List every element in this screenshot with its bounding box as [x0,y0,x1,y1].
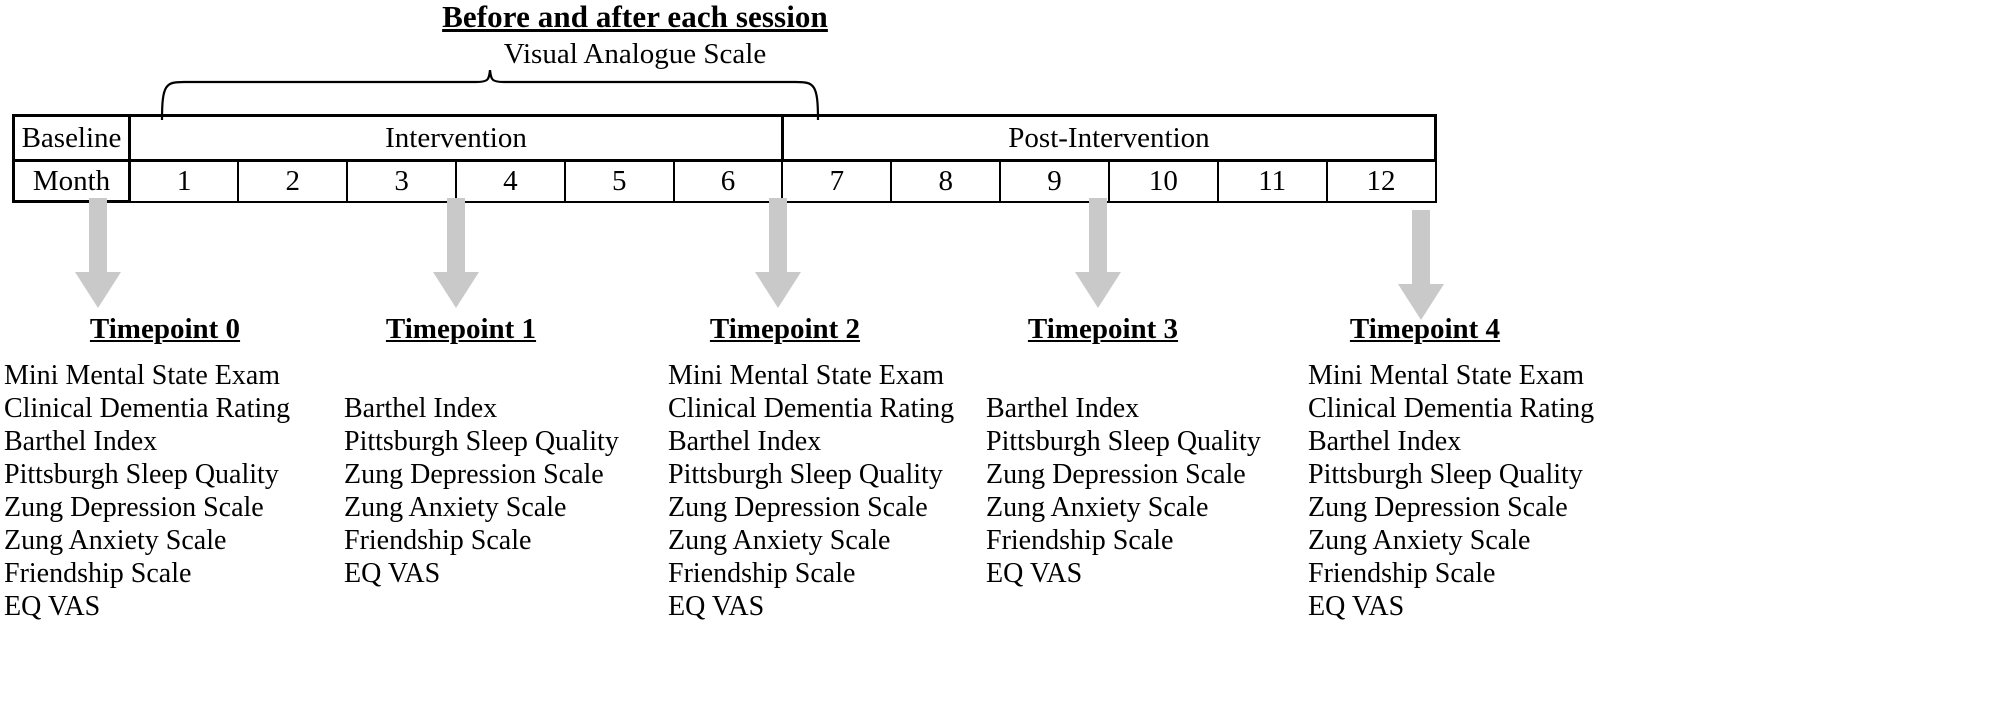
assessment-list-0: Mini Mental State Exam Clinical Dementia… [0,359,330,623]
month-cell-7: 7 [781,159,893,203]
assessment-item: Friendship Scale [4,558,192,589]
timepoint-heading-3: Timepoint 3 [1027,313,1179,345]
timepoint-block-2: Timepoint 2 Mini Mental State Exam Clini… [620,313,955,623]
assessment-list-2: Mini Mental State Exam Clinical Dementia… [620,359,955,623]
month-cell-12: 12 [1325,159,1437,203]
month-row: Month 1 2 3 4 5 6 7 8 9 10 11 12 [12,159,1437,203]
month-cell-10: 10 [1107,159,1219,203]
assessment-item: Friendship Scale [668,558,856,589]
timepoint-heading-0: Timepoint 0 [89,313,241,345]
month-cell-4: 4 [454,159,566,203]
assessment-item: Clinical Dementia Rating [668,393,955,424]
timepoint-block-0: Timepoint 0 Mini Mental State Exam Clini… [0,313,330,623]
month-cell-3: 3 [346,159,457,203]
assessment-item: Clinical Dementia Rating [4,393,291,424]
phase-cell-intervention: Intervention [128,114,784,162]
down-arrow-icon-2 [755,198,801,308]
assessment-list-4: Mini Mental State Exam Clinical Dementia… [1260,359,1595,623]
month-row-label: Month [12,159,131,203]
down-arrow-icon-1 [433,198,479,308]
assessment-item: Mini Mental State Exam [668,360,945,391]
annotation-subtitle: Visual Analogue Scale [503,38,767,70]
assessment-item: Zung Depression Scale [986,459,1246,490]
assessment-item: EQ VAS [986,558,1083,589]
assessment-item: Zung Anxiety Scale [344,492,567,523]
assessment-item: Barthel Index [668,426,822,457]
session-annotation: Before and after each session Visual Ana… [315,0,955,71]
assessment-item: Barthel Index [4,426,158,457]
month-cell-9: 9 [999,159,1110,203]
assessment-item: Barthel Index [986,393,1140,424]
month-cell-5: 5 [563,159,675,203]
timepoint-heading-4: Timepoint 4 [1349,313,1501,345]
down-arrow-icon-0 [75,198,121,308]
down-arrow-icon-4 [1398,210,1444,320]
assessment-item: Barthel Index [344,393,498,424]
phase-cell-post-intervention: Post-Intervention [780,114,1438,162]
assessment-item: EQ VAS [1308,591,1405,622]
timeline-table: Baseline Intervention Post-Intervention … [12,114,1438,203]
assessment-item: Pittsburgh Sleep Quality [668,459,943,490]
assessment-item: Barthel Index [1308,426,1462,457]
assessment-item: Pittsburgh Sleep Quality [344,426,619,457]
assessment-item: Zung Depression Scale [1308,492,1568,523]
assessment-item: Zung Anxiety Scale [986,492,1209,523]
down-arrow-icon-3 [1075,198,1121,308]
assessment-item: Mini Mental State Exam [1308,360,1585,391]
assessment-item: Clinical Dementia Rating [1308,393,1595,424]
assessment-item: Zung Anxiety Scale [668,525,891,556]
timepoint-block-3: Timepoint 3 Barthel Index Pittsburgh Sle… [938,313,1268,590]
month-cell-2: 2 [237,159,349,203]
assessment-item: Pittsburgh Sleep Quality [1308,459,1583,490]
assessment-item: Mini Mental State Exam [4,360,281,391]
month-cell-1: 1 [128,159,240,203]
assessment-item: EQ VAS [344,558,441,589]
timepoint-block-4: Timepoint 4 Mini Mental State Exam Clini… [1260,313,1595,623]
timepoint-heading-1: Timepoint 1 [385,313,537,345]
assessment-item: Friendship Scale [344,525,532,556]
assessment-item: Zung Depression Scale [4,492,264,523]
assessment-item: Friendship Scale [986,525,1174,556]
month-cell-11: 11 [1216,159,1328,203]
assessment-item: Friendship Scale [1308,558,1496,589]
assessment-item: Zung Anxiety Scale [1308,525,1531,556]
intervention-brace-icon [160,70,820,120]
assessment-item: Pittsburgh Sleep Quality [986,426,1261,457]
timepoint-heading-2: Timepoint 2 [709,313,861,345]
phase-row: Baseline Intervention Post-Intervention [12,114,1438,162]
month-cell-6: 6 [672,159,784,203]
assessment-item: Pittsburgh Sleep Quality [4,459,279,490]
assessment-item: Zung Depression Scale [344,459,604,490]
timepoint-block-1: Timepoint 1 Barthel Index Pittsburgh Sle… [296,313,626,590]
assessment-item: Zung Anxiety Scale [4,525,227,556]
assessment-list-1: Barthel Index Pittsburgh Sleep Quality Z… [296,392,626,590]
assessment-item: Zung Depression Scale [668,492,928,523]
assessment-item: EQ VAS [668,591,765,622]
assessment-list-3: Barthel Index Pittsburgh Sleep Quality Z… [938,392,1268,590]
annotation-title: Before and after each session [442,0,828,34]
month-cell-8: 8 [890,159,1002,203]
phase-cell-baseline: Baseline [12,114,131,162]
assessment-item: EQ VAS [4,591,101,622]
